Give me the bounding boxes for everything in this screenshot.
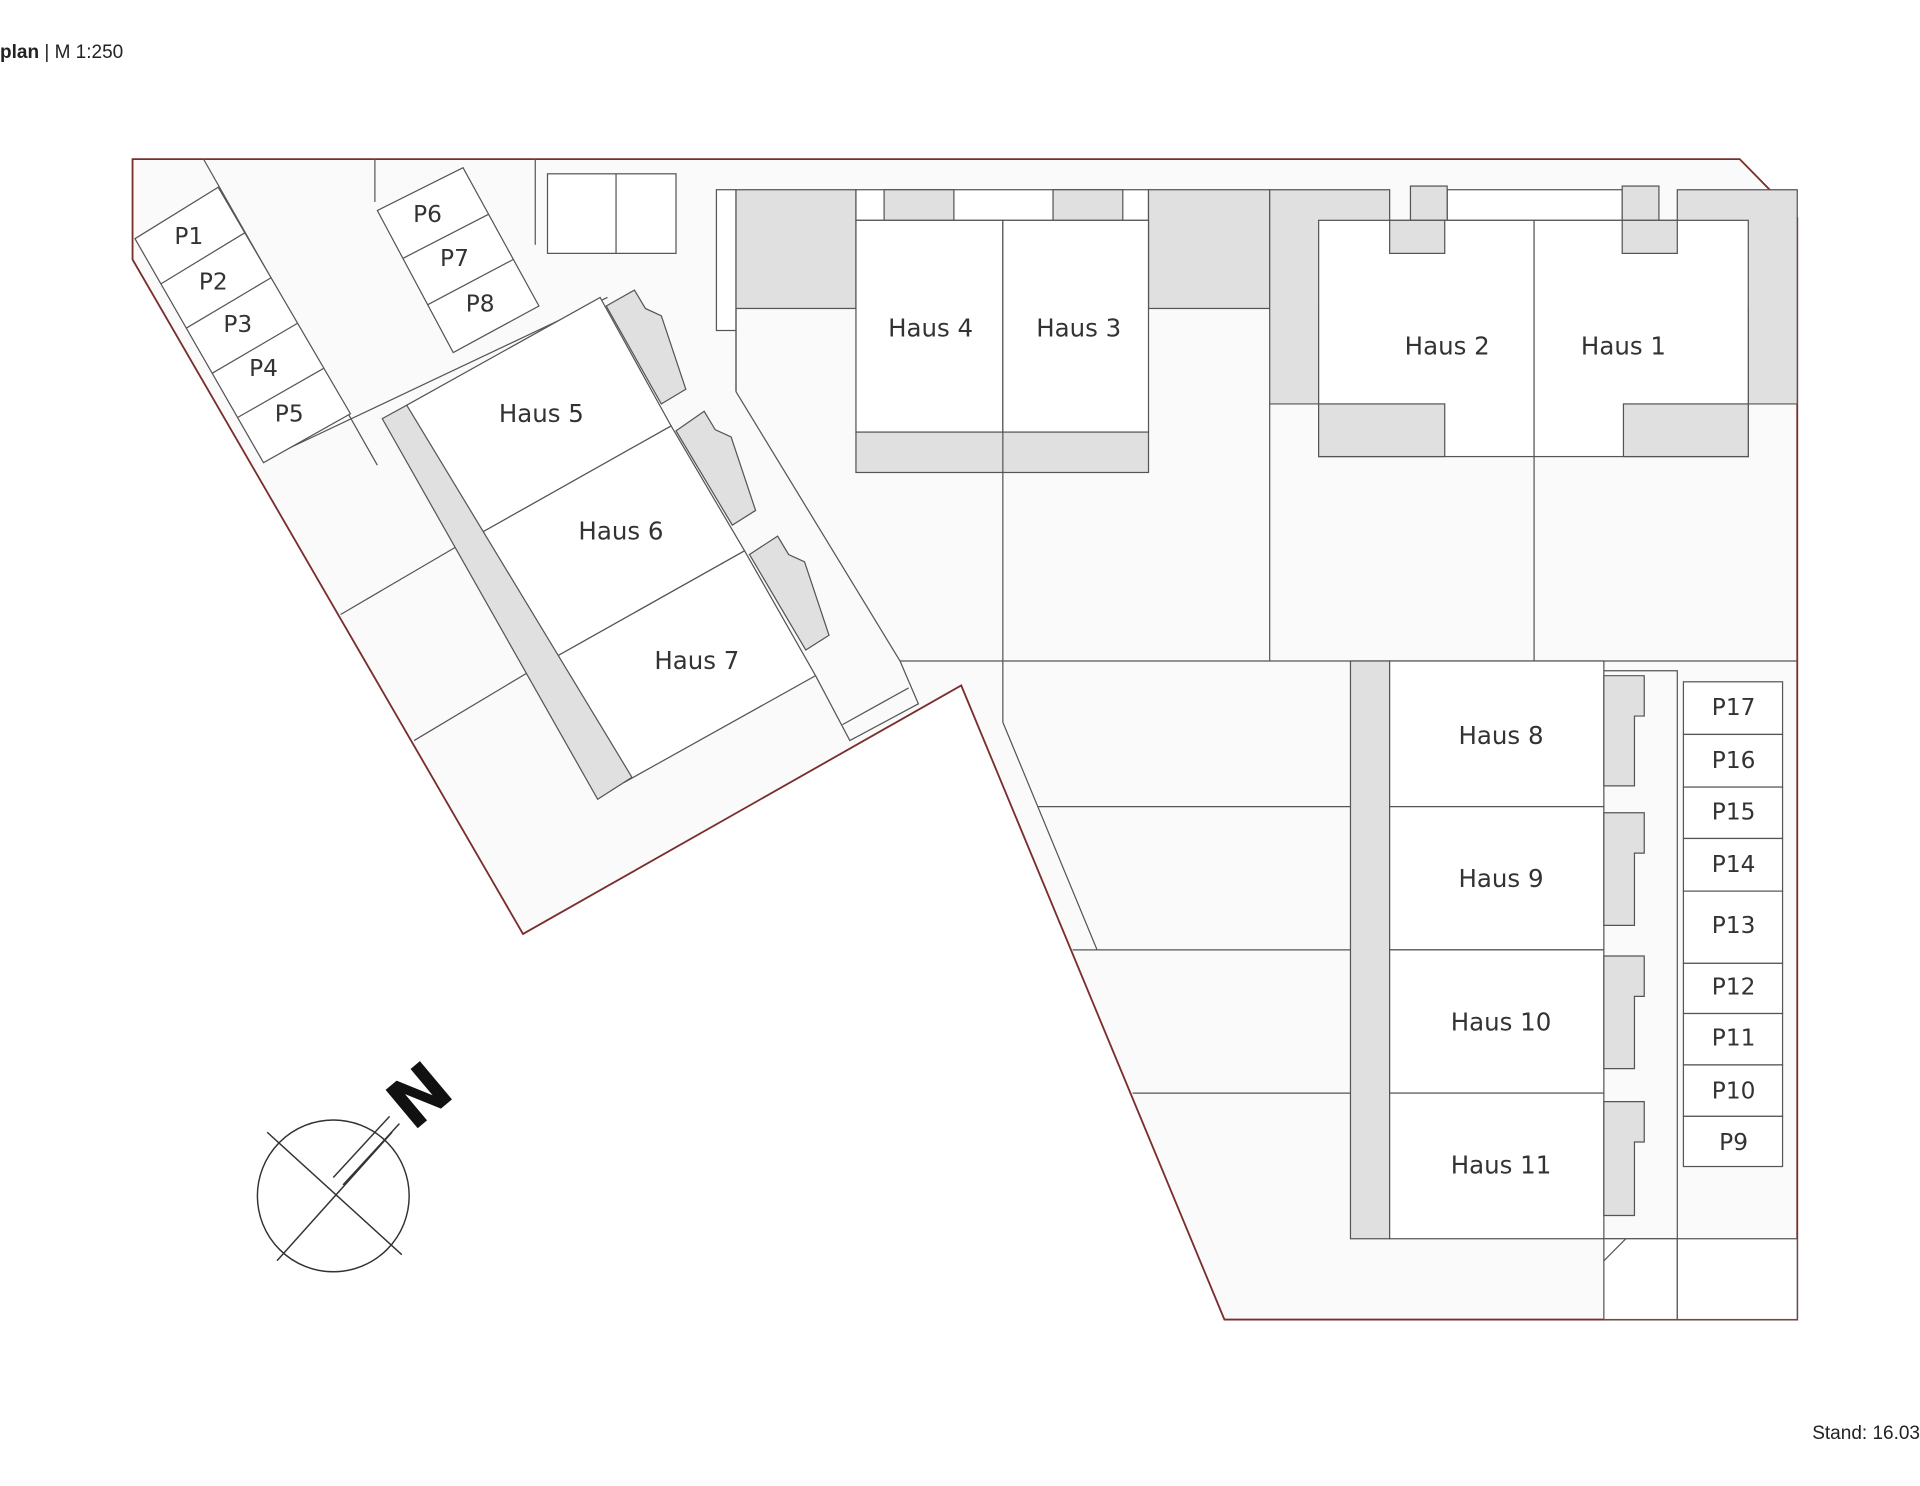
building-wing: [1603, 812, 1645, 926]
path-line: [263, 296, 608, 461]
parking-slot: [1682, 1115, 1784, 1168]
building-wing: [1603, 955, 1645, 1070]
haus-4-label: Haus 4: [888, 313, 973, 342]
building-wing: [1389, 219, 1446, 254]
parking-p15: P15: [1712, 798, 1756, 825]
haus-7-label: Haus 7: [654, 646, 739, 675]
north-arrow-line: [266, 1131, 403, 1256]
parking-divider: [402, 213, 490, 259]
north-arrow-icon: N: [256, 1047, 468, 1273]
shed: [1603, 1238, 1678, 1321]
parking-divider: [186, 277, 272, 329]
parking-p11: P11: [1712, 1025, 1756, 1052]
haus-9: [1389, 806, 1605, 951]
building-wing: [1603, 1101, 1645, 1217]
building-wing: [1621, 185, 1660, 221]
parking-p8: P8: [466, 290, 495, 317]
parking-slot: [1682, 890, 1784, 964]
parking-slot: [1682, 837, 1784, 892]
building-wing: [748, 535, 830, 651]
parking-p12: P12: [1712, 973, 1756, 1000]
building-wing: [675, 410, 757, 526]
parking-p4: P4: [249, 355, 278, 382]
north-arrow-circle: [256, 1119, 410, 1273]
parking-p17: P17: [1712, 694, 1756, 721]
north-arrow-line: [342, 1123, 400, 1186]
building-wing: [1603, 675, 1645, 787]
parking-slot: [1682, 681, 1784, 736]
garden-line: [340, 546, 456, 616]
parking-p14: P14: [1712, 851, 1756, 878]
parking-slot: [1682, 1064, 1784, 1117]
stand-date: Stand: 16.03: [1812, 1423, 1920, 1444]
parking-divider: [160, 232, 246, 285]
path-strip: [715, 189, 737, 332]
haus-8-label: Haus 8: [1459, 721, 1544, 750]
haus-11: [1389, 1092, 1605, 1240]
parking-p16: P16: [1712, 747, 1756, 774]
building-wing: [1349, 660, 1391, 1240]
parking-divider: [237, 367, 324, 418]
haus-11-label: Haus 11: [1451, 1151, 1552, 1180]
haus-8: [1389, 660, 1605, 808]
parking-p7: P7: [440, 245, 469, 272]
shed: [546, 173, 677, 254]
path-line: [842, 687, 909, 726]
building-wing: [883, 189, 955, 221]
parking-divider: [211, 322, 299, 374]
parking-row-east: P17 P16 P15 P14 P13 P12 P11 P10 P9: [1682, 681, 1784, 1168]
parking-block: [134, 186, 352, 464]
haus-4: [855, 219, 1004, 433]
north-arrow-line: [332, 1115, 391, 1179]
haus-2-label: Haus 2: [1405, 332, 1490, 361]
garden-line: [735, 391, 901, 662]
north-arrow-line: [276, 1131, 393, 1262]
parking-p5: P5: [275, 400, 304, 427]
haus-6-label: Haus 6: [578, 516, 663, 545]
haus-10-label: Haus 10: [1451, 1007, 1552, 1036]
building-wing: [1052, 189, 1124, 221]
plan-title-bold: plan: [0, 42, 40, 63]
building-wing: [1622, 403, 1749, 458]
parking-p9: P9: [1719, 1129, 1748, 1156]
haus-10: [1389, 949, 1605, 1094]
building-strip: [1446, 189, 1623, 221]
parking-p6: P6: [413, 201, 442, 228]
garden-line: [413, 672, 527, 742]
haus-3: [1002, 219, 1150, 433]
parking-divider: [427, 258, 514, 306]
building-wing: [605, 289, 687, 405]
building-wing: [1409, 185, 1448, 221]
parking-slot: [1682, 1012, 1784, 1066]
haus-9-label: Haus 9: [1459, 864, 1544, 893]
garden-line: [1002, 472, 1098, 951]
building-wing: [381, 404, 633, 801]
parking-p10: P10: [1712, 1077, 1756, 1104]
parking-row-north: P6 P7 P8: [376, 166, 540, 354]
parking-slot: [1682, 962, 1784, 1015]
haus-1-label: Haus 1: [1581, 332, 1666, 361]
divider: [1603, 1238, 1627, 1262]
plan-title: plan | M 1:250: [0, 42, 123, 64]
north-letter: N: [372, 1047, 467, 1145]
plan-title-separator: |: [39, 42, 55, 63]
parking-p1: P1: [174, 223, 203, 250]
haus-5-label: Haus 5: [499, 399, 584, 428]
parking-p13: P13: [1712, 912, 1756, 939]
building-wing: [1318, 403, 1446, 458]
building-wing: [1147, 189, 1271, 310]
parking-p2: P2: [199, 268, 228, 295]
shed: [1676, 1238, 1798, 1321]
building-wing: [735, 189, 857, 310]
haus-3-label: Haus 3: [1036, 313, 1121, 342]
building-wing: [1621, 219, 1678, 254]
plan-scale: M 1:250: [54, 42, 124, 63]
parking-row-northwest: P1 P2 P3 P4 P5: [134, 186, 352, 464]
parking-p3: P3: [223, 311, 252, 338]
path-line: [815, 660, 920, 742]
